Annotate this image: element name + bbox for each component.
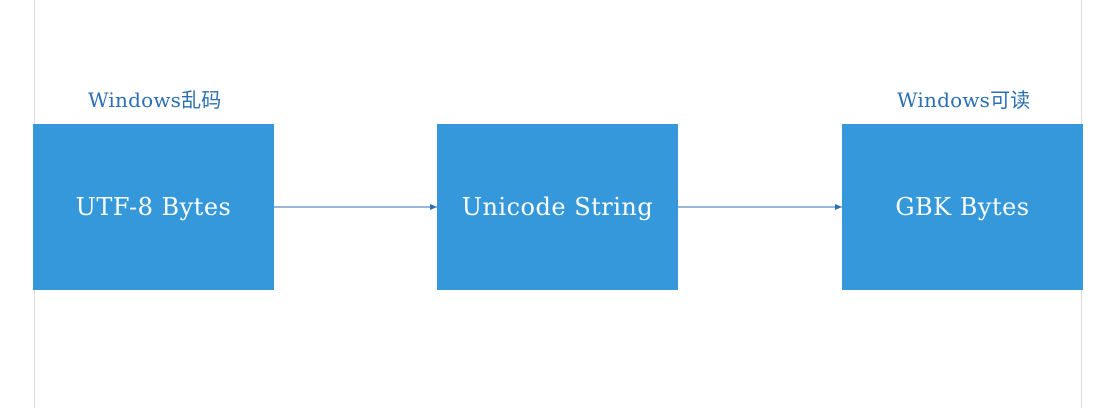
node-utf8-bytes: UTF-8 Bytes — [33, 124, 274, 290]
caption-windows-garbled: Windows乱码 — [88, 88, 222, 112]
node-gbk-bytes-label: GBK Bytes — [895, 193, 1030, 221]
caption-windows-readable: Windows可读 — [897, 88, 1031, 112]
node-utf8-bytes-label: UTF-8 Bytes — [75, 193, 232, 221]
node-unicode-string: Unicode String — [437, 124, 678, 290]
node-unicode-string-label: Unicode String — [461, 193, 654, 221]
node-gbk-bytes: GBK Bytes — [842, 124, 1083, 290]
